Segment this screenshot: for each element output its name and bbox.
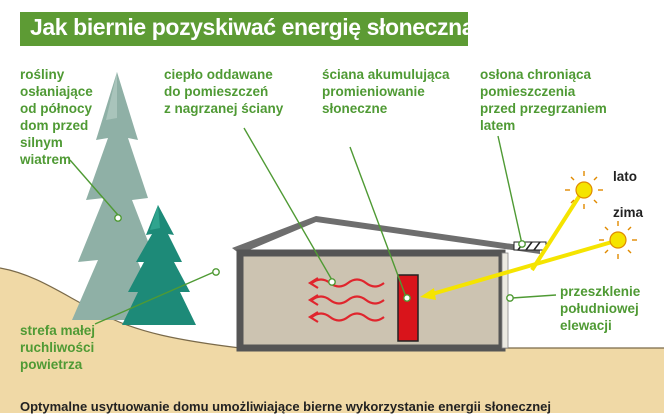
label-calm-zone: strefa małej ruchliwości powietrza bbox=[20, 323, 96, 372]
label-glazing: przeszklenie południowej elewacji bbox=[560, 284, 641, 333]
title-banner: Jak biernie pozyskiwać energię słoneczną… bbox=[20, 12, 488, 46]
front-tree bbox=[122, 205, 196, 325]
label-summer: lato bbox=[613, 169, 638, 184]
label-plants: rośliny osłaniające od północy dom przed… bbox=[20, 67, 93, 167]
house bbox=[232, 216, 540, 352]
leader-dots bbox=[114, 214, 526, 302]
ground bbox=[0, 268, 664, 413]
label-storage-wall: ściana akumulująca promieniowanie słonec… bbox=[322, 67, 450, 116]
summer-sun-icon bbox=[565, 171, 603, 209]
winter-sun-icon bbox=[599, 221, 637, 259]
summer-sun-ray bbox=[530, 193, 582, 272]
winter-sun-ray bbox=[420, 240, 613, 300]
label-heat: ciepło oddawane do pomieszczeń z nagrzan… bbox=[164, 67, 284, 116]
leader-lines bbox=[69, 127, 557, 325]
heat-waves bbox=[307, 277, 385, 323]
diagram-title: Jak biernie pozyskiwać energię słoneczną… bbox=[30, 14, 488, 40]
label-shield: osłona chroniąca pomieszczenia przed prz… bbox=[480, 67, 607, 133]
label-winter: zima bbox=[613, 205, 644, 220]
figure-caption: Optymalne usytuowanie domu umożliwiające… bbox=[20, 399, 551, 414]
storage-wall bbox=[397, 274, 419, 342]
